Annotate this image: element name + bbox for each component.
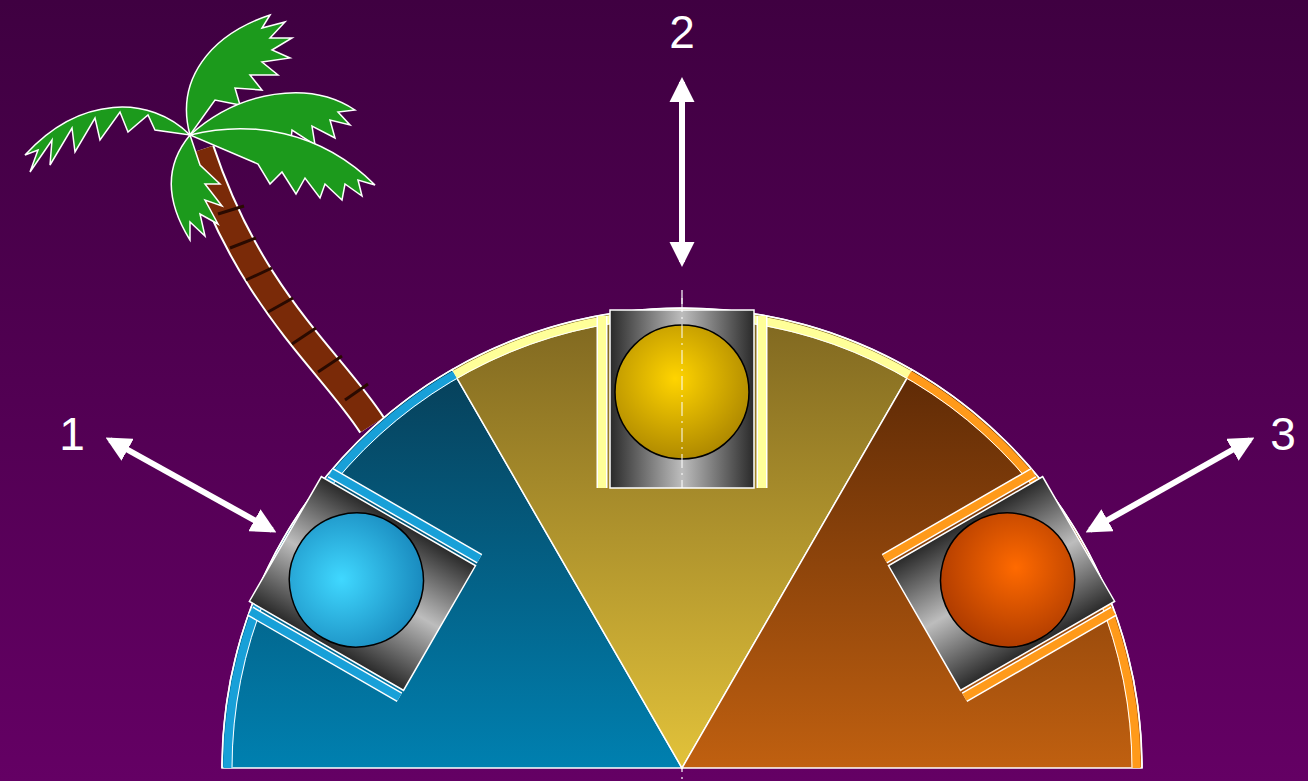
- motion-arrow: [110, 82, 1250, 530]
- callout-number: 1: [59, 411, 85, 457]
- station-slot: [245, 470, 479, 698]
- station-slot: [884, 470, 1118, 698]
- callout-number: 2: [669, 9, 695, 55]
- palm-tree: [25, 15, 375, 425]
- callout-number: 3: [1270, 411, 1296, 457]
- station-slot: [602, 298, 762, 488]
